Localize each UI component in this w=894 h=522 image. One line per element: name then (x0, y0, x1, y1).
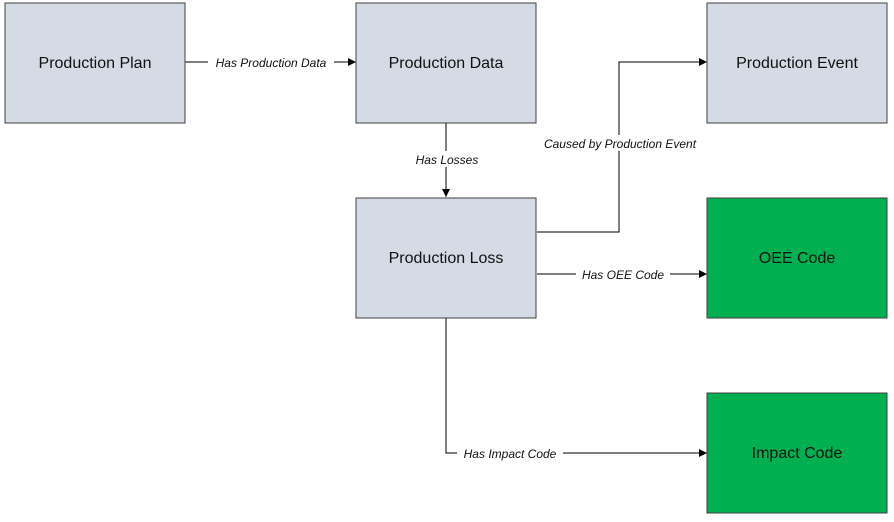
node-production-plan: Production Plan (4, 2, 186, 124)
node-production-data: Production Data (355, 2, 537, 124)
node-box (355, 2, 537, 124)
node-label: Production Loss (389, 250, 504, 267)
node-box (706, 392, 888, 514)
edge-labels: Has Production Data Has Losses Caused by… (208, 54, 706, 461)
node-label: Production Data (389, 55, 504, 72)
node-label: OEE Code (759, 250, 836, 267)
label-caused-by-production-event: Caused by Production Event (544, 137, 697, 151)
node-box (355, 197, 537, 319)
node-label: Production Event (736, 55, 858, 72)
node-production-loss: Production Loss (355, 197, 537, 319)
node-impact-code: Impact Code (706, 392, 888, 514)
node-production-event: Production Event (706, 2, 888, 124)
node-box (706, 2, 888, 124)
node-box (4, 2, 186, 124)
node-label: Impact Code (752, 445, 843, 462)
node-box (706, 197, 888, 319)
label-has-impact-code: Has Impact Code (464, 447, 557, 461)
node-oee-code: OEE Code (706, 197, 888, 319)
label-has-production-data: Has Production Data (216, 56, 327, 70)
node-label: Production Plan (39, 55, 152, 72)
edge-has-impact-code (445, 318, 707, 457)
label-has-losses: Has Losses (416, 153, 479, 167)
label-has-oee-code: Has OEE Code (582, 268, 664, 282)
